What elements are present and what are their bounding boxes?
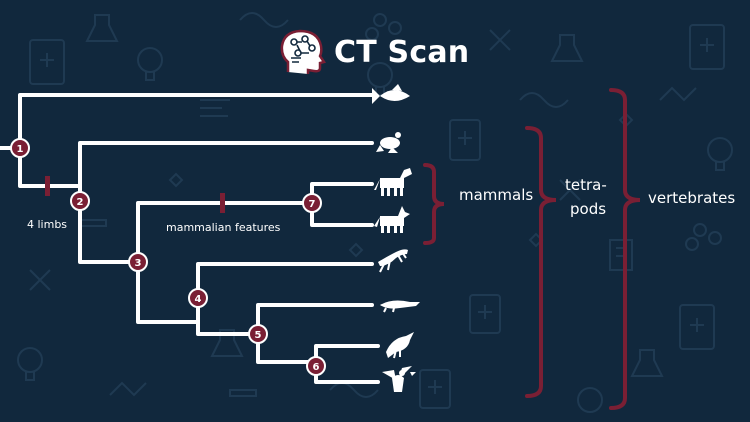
- branches: [0, 93, 380, 384]
- vertebrates-label: vertebrates: [648, 189, 736, 207]
- node-label: 1: [17, 144, 24, 155]
- node-6: 6: [306, 356, 326, 376]
- mammals-label: mammals: [459, 186, 534, 204]
- crocodile-icon: [380, 300, 420, 313]
- four-limbs-marker: [45, 176, 50, 196]
- bird-icon: [386, 332, 414, 359]
- mammalian-features-label: mammalian features: [166, 221, 281, 234]
- node-2: 2: [70, 191, 90, 211]
- node-label: 4: [195, 294, 202, 305]
- node-label: 6: [313, 362, 320, 373]
- node-7: 7: [302, 193, 322, 213]
- eagle-icon: [382, 366, 416, 392]
- mammalian-features-marker: [220, 193, 225, 213]
- tetrapods-label-line1: tetra-: [565, 176, 607, 194]
- node-4: 4: [188, 288, 208, 308]
- node-label: 3: [135, 258, 142, 269]
- brand-title: CT Scan: [334, 34, 470, 70]
- four-limbs-label: 4 limbs: [27, 218, 68, 231]
- header: CT Scan: [278, 28, 469, 76]
- node-1: 1: [10, 138, 30, 158]
- vertebrates-bracket: [609, 88, 641, 410]
- tetrapods-bracket: [525, 126, 557, 398]
- node-label: 2: [77, 197, 84, 208]
- brain-head-logo-icon: [280, 29, 326, 74]
- horse-icon: [374, 168, 412, 196]
- node-3: 3: [128, 252, 148, 272]
- node-5: 5: [248, 324, 268, 344]
- lizard-icon: [378, 249, 408, 273]
- fish-icon: [372, 84, 410, 104]
- mammals-bracket: [423, 163, 445, 245]
- wolf-icon: [374, 206, 410, 233]
- tetrapods-label-line2: pods: [570, 200, 607, 218]
- node-label: 7: [309, 199, 316, 210]
- frog-icon: [376, 132, 401, 153]
- node-label: 5: [255, 330, 262, 341]
